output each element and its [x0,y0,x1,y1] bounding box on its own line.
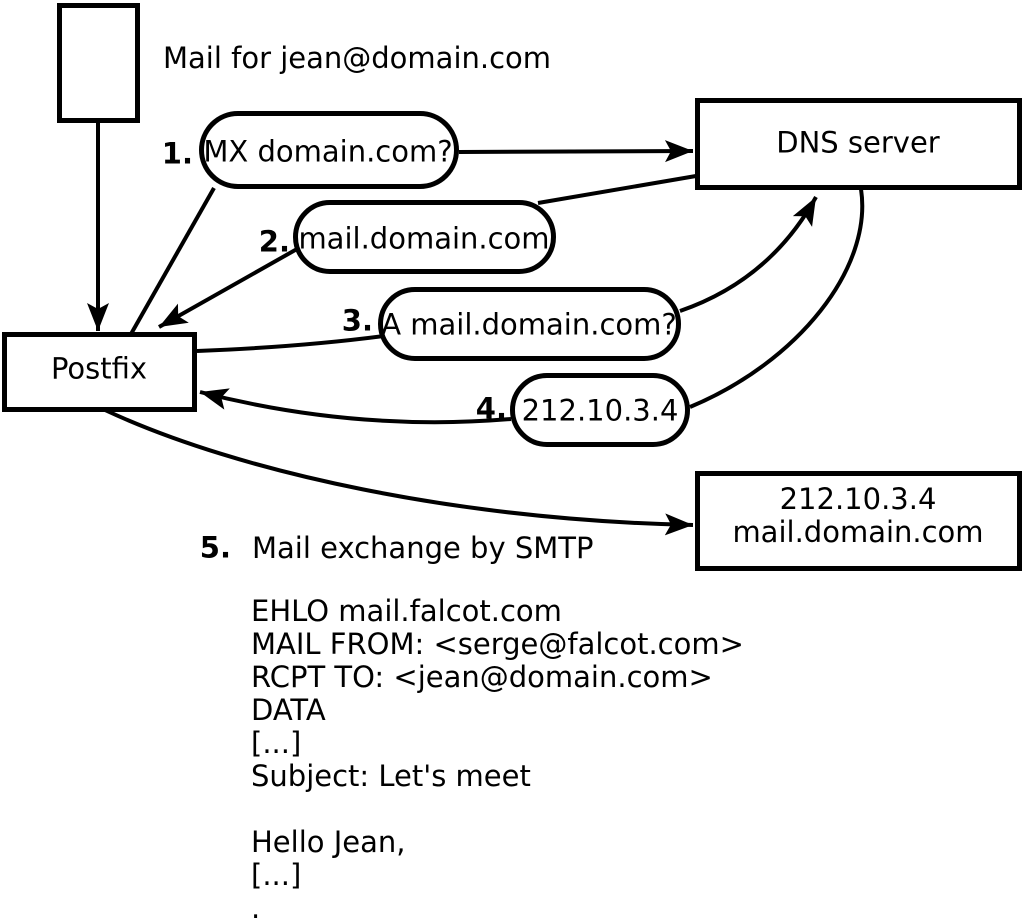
pill-reply-mx-label: mail.domain.com [298,221,550,256]
arrow-reply2-to-postfix [158,247,298,329]
arrow-query1-to-dns [458,140,694,163]
step-number-5: 5. [199,530,231,565]
dns-server-label: DNS server [776,125,940,160]
arrow-query3-to-dns [679,196,818,313]
arrow-reply4-to-postfix [199,388,512,425]
pill-query-mx-label: MX domain.com? [203,134,453,169]
pill-reply-mx [293,200,556,274]
step-number-2: 2. [258,224,290,259]
step-number-1: 1. [161,136,193,171]
line-dns-to-reply2 [537,174,697,205]
mailserver-hostname: mail.domain.com [732,515,984,549]
step-number-3: 3. [341,303,373,338]
postfix-label: Postfix [50,351,148,386]
mailserver-ip: 212.10.3.4 [779,482,937,516]
postfix-box [2,332,197,412]
line-dns-to-reply4 [689,188,865,409]
line-postfix-to-query1 [129,187,216,335]
pill-query-mx [199,111,459,189]
step-number-4: 4. [475,391,507,426]
pill-query-a-label: A mail.domain.com? [381,307,677,342]
line-postfix-to-query3 [196,334,385,353]
step-5-label: Mail exchange by SMTP [252,531,594,565]
envelope-box [57,3,140,123]
pill-reply-a-label: 212.10.3.4 [521,393,679,428]
mailserver-box [695,471,1022,571]
pill-reply-a [510,373,690,447]
arrow-smtp-to-mailserver [104,408,694,536]
incoming-mail-note: Mail for jean@domain.com [163,41,552,75]
pill-query-a [378,287,681,361]
smtp-session-transcript: EHLO mail.falcot.com MAIL FROM: <serge@f… [251,594,744,919]
dns-server-box [695,98,1022,190]
